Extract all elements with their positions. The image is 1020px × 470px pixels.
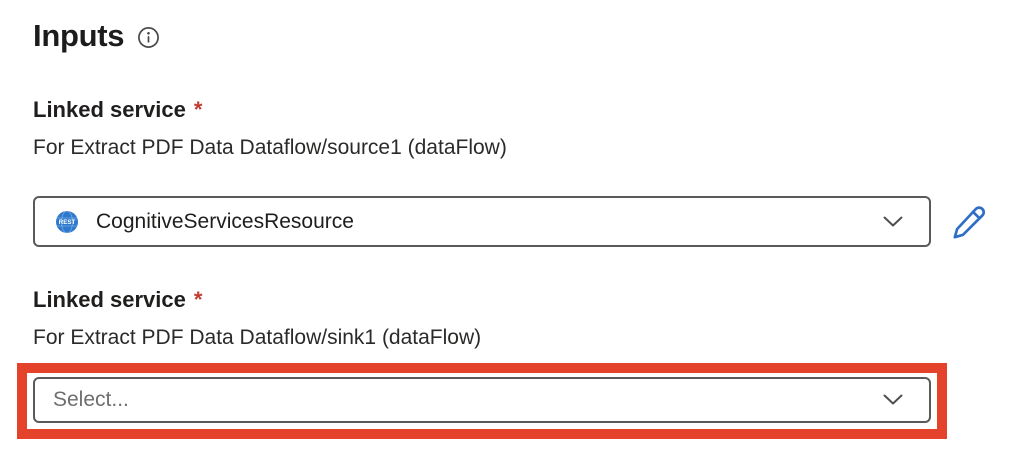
page-title: Inputs	[33, 18, 125, 53]
field-label-text: Linked service	[33, 287, 186, 312]
panel-header: Inputs	[33, 16, 160, 56]
rest-linked-service-icon: REST	[55, 210, 79, 234]
required-asterisk: *	[193, 97, 203, 122]
chevron-down-icon	[883, 216, 903, 228]
rest-icon-label: REST	[59, 219, 76, 226]
dropdown-selected-value: CognitiveServicesResource	[96, 209, 354, 233]
field-label-source: Linked service *	[33, 96, 202, 124]
pencil-icon	[953, 206, 986, 239]
linked-service-sink-dropdown[interactable]: Select...	[33, 377, 931, 423]
dropdown-placeholder: Select...	[53, 388, 129, 411]
edit-linked-service-button[interactable]	[948, 202, 990, 244]
required-asterisk: *	[193, 287, 203, 312]
annotation-highlight-box: Select...	[17, 363, 947, 439]
linked-service-source-dropdown[interactable]: REST CognitiveServicesResource	[33, 196, 931, 247]
field-description-sink: For Extract PDF Data Dataflow/sink1 (dat…	[33, 326, 482, 349]
chevron-down-icon	[883, 394, 903, 406]
field-description-source: For Extract PDF Data Dataflow/source1 (d…	[33, 136, 507, 159]
field-label-text: Linked service	[33, 97, 186, 122]
field-label-sink: Linked service *	[33, 286, 202, 314]
info-icon[interactable]	[137, 26, 160, 49]
